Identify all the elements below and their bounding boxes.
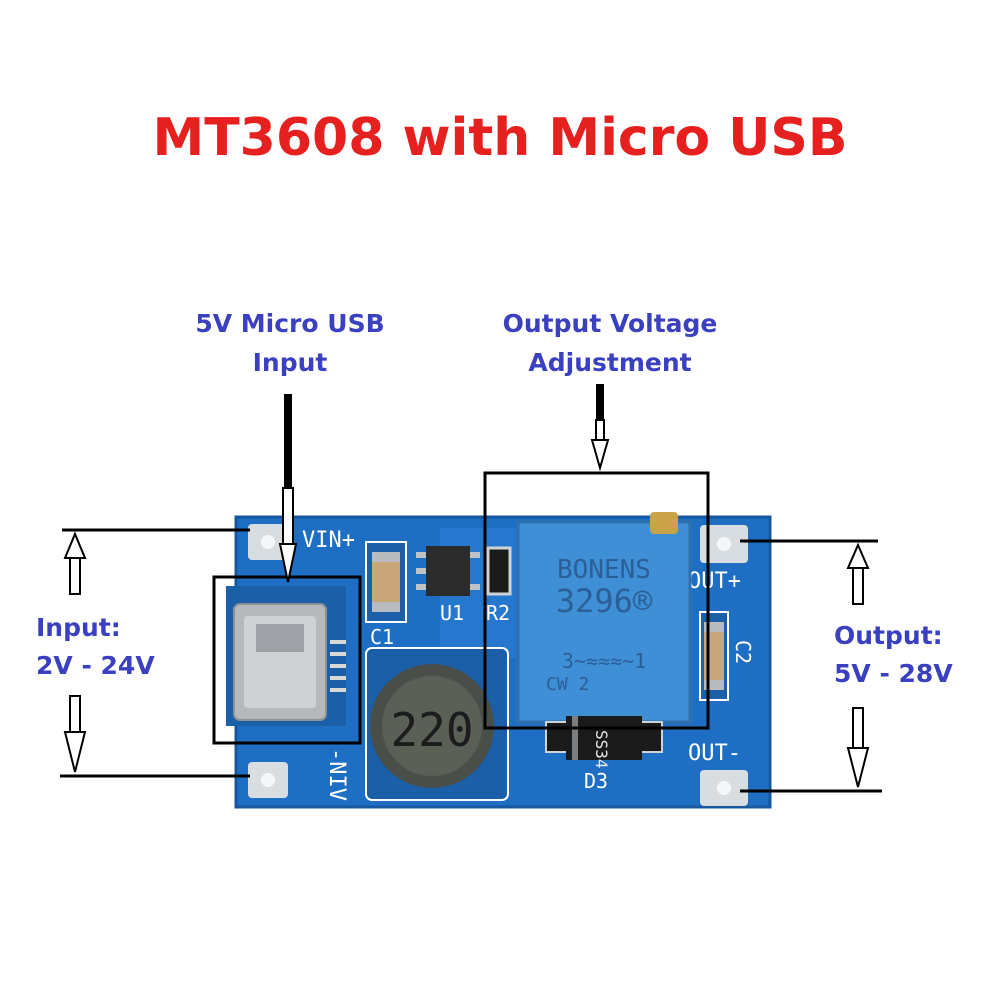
input-label-line1: Input: xyxy=(36,613,121,642)
c2-label: C2 xyxy=(731,640,755,664)
micro-usb-connector xyxy=(226,586,346,726)
r2-label: R2 xyxy=(486,601,510,625)
resistor-r2 xyxy=(486,546,512,596)
input-dimension xyxy=(60,528,250,778)
usb-input-callout: 5V Micro USB Input xyxy=(190,304,390,382)
ic-u1 xyxy=(416,546,480,596)
d3-label: D3 xyxy=(584,769,608,793)
u1-label: U1 xyxy=(440,601,464,625)
usb-callout-line2: Input xyxy=(252,348,328,377)
capacitor-c1 xyxy=(365,541,407,623)
c1-label: C1 xyxy=(370,625,394,649)
output-label-line2: 5V - 28V xyxy=(834,659,953,688)
pot-pins: 3~≈≈≈~1 xyxy=(562,649,646,673)
pot-brand: BONENS xyxy=(557,555,651,585)
output-dimension xyxy=(740,539,882,793)
output-label-line1: Output: xyxy=(834,621,943,650)
inductor-value: 220 xyxy=(390,703,473,757)
pot-model: 3296® xyxy=(556,582,653,620)
pad-vin-minus xyxy=(248,762,288,798)
pad-vin-plus xyxy=(248,524,288,560)
pad-out-plus xyxy=(700,525,748,563)
page-title: MT3608 with Micro USB xyxy=(152,108,848,168)
pot-adjust-callout: Output Voltage Adjustment xyxy=(490,304,730,382)
out-minus-label: OUT- xyxy=(688,741,741,766)
out-plus-label: OUT+ xyxy=(688,569,741,594)
pad-out-minus xyxy=(700,770,748,806)
inductor-220 xyxy=(365,647,509,801)
pot-callout-line1: Output Voltage xyxy=(502,309,718,338)
diode-code: SS34 xyxy=(592,730,611,769)
pot-cw: CW 2 xyxy=(546,674,589,695)
output-range-label: Output: 5V - 28V xyxy=(834,617,953,693)
vin-minus-label: -NIV xyxy=(324,748,349,801)
usb-callout-line1: 5V Micro USB xyxy=(195,309,385,338)
usb-pointer-arrow xyxy=(278,394,298,583)
vin-plus-label: VIN+ xyxy=(302,528,355,553)
capacitor-c2 xyxy=(699,611,729,701)
input-range-label: Input: 2V - 24V xyxy=(36,609,155,685)
pot-pointer-arrow xyxy=(590,384,610,472)
pot-highlight-box xyxy=(483,471,710,730)
pot-callout-line2: Adjustment xyxy=(528,348,692,377)
input-label-line2: 2V - 24V xyxy=(36,651,155,680)
